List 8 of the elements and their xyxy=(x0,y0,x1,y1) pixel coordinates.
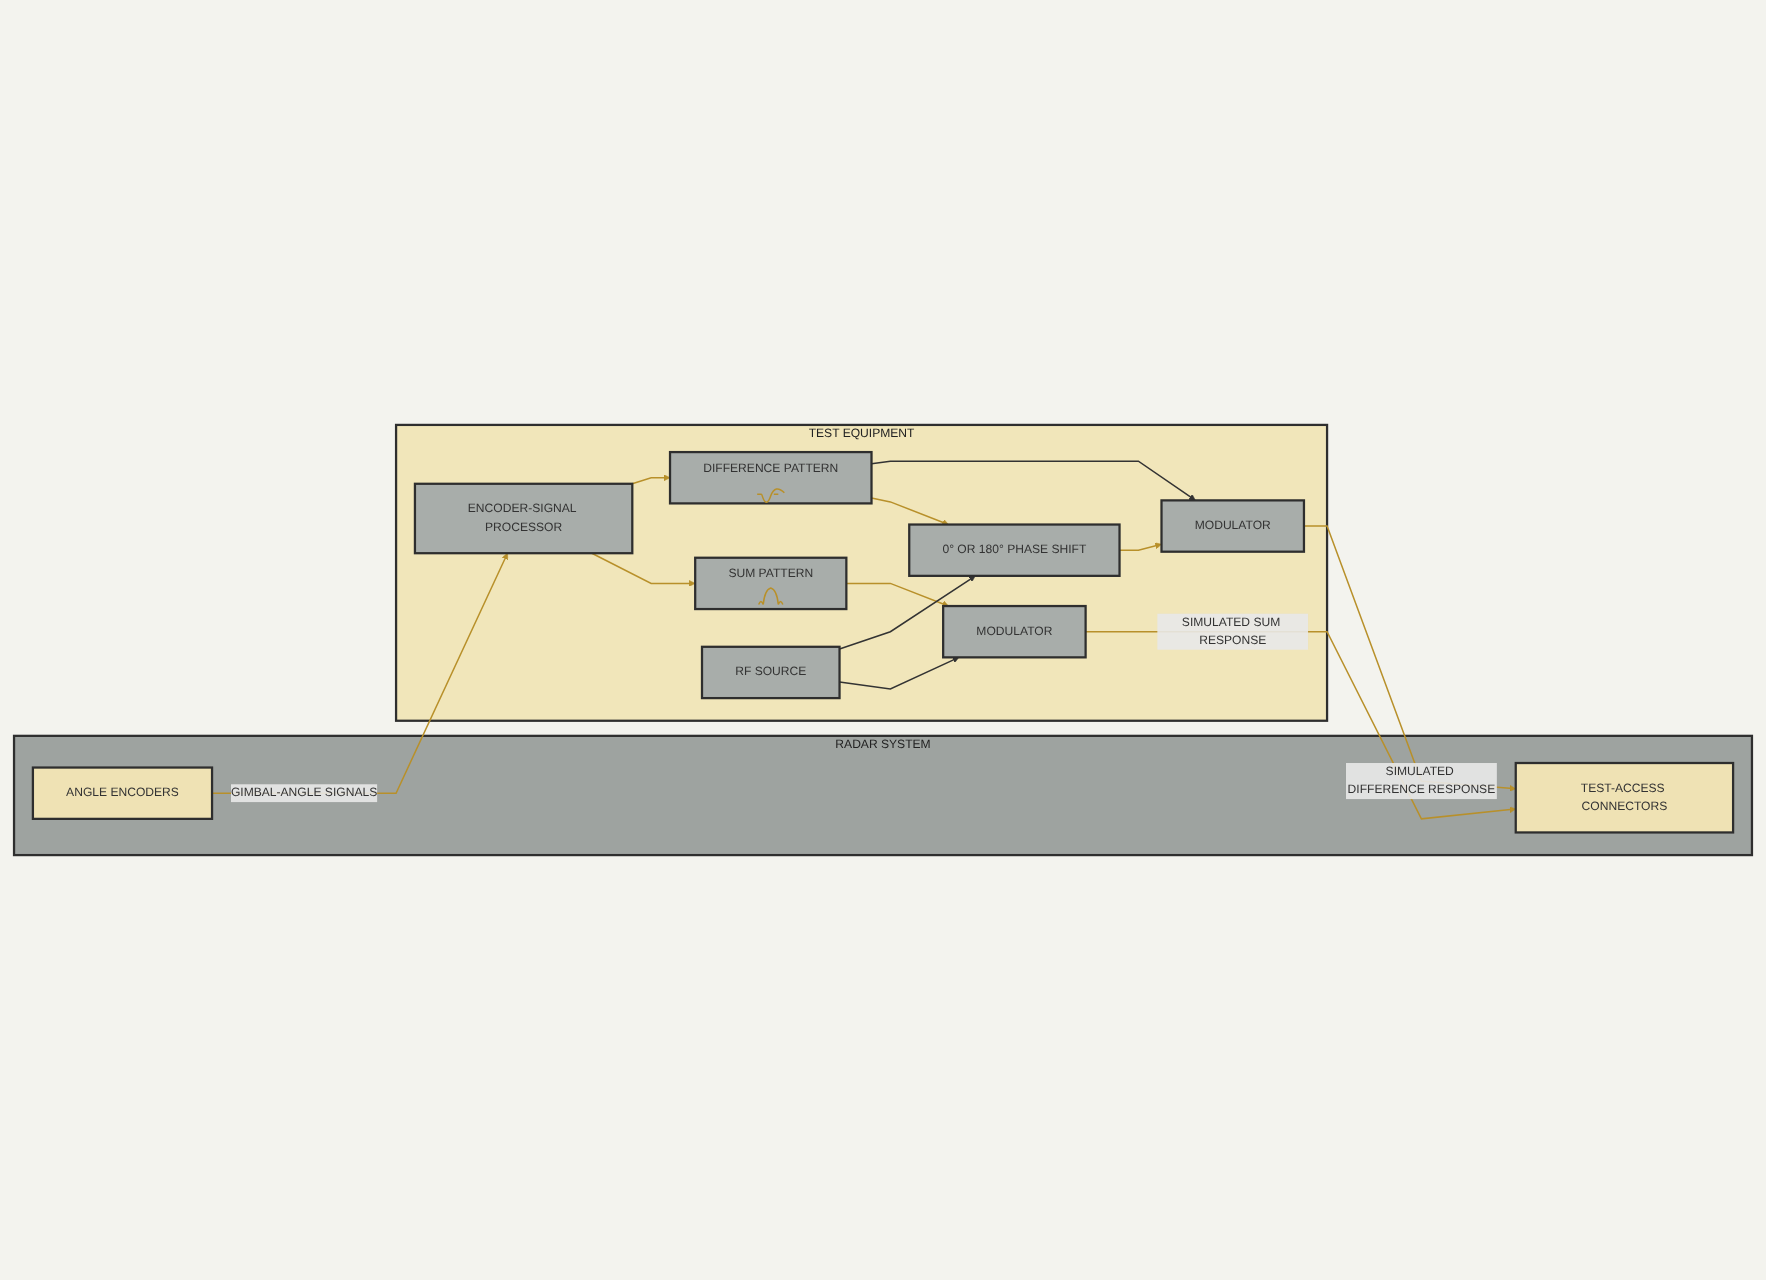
arrow xyxy=(631,474,671,485)
arrow xyxy=(591,552,696,587)
arrow xyxy=(838,656,960,690)
arrow xyxy=(838,575,976,650)
arrow xyxy=(845,582,949,607)
arrow xyxy=(1118,542,1162,551)
arrow xyxy=(870,497,949,526)
arrow xyxy=(870,460,1196,501)
